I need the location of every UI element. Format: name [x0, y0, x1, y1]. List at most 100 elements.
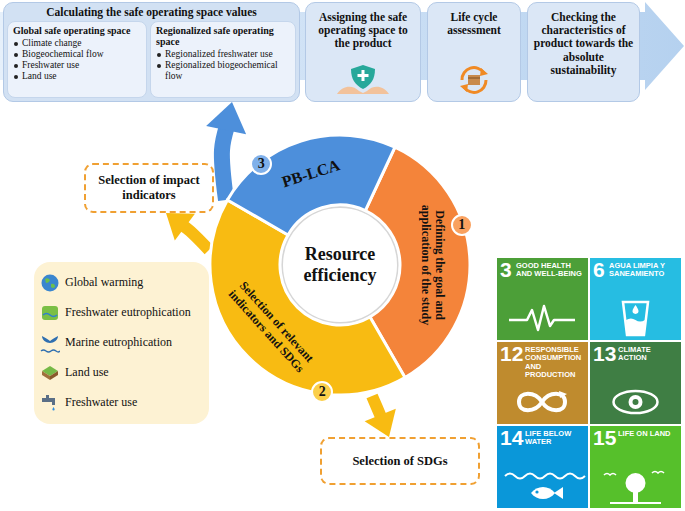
water-icon — [626, 319, 645, 336]
label-text: Checking the characteristics of product … — [533, 11, 634, 77]
label-text: Life cycle assessment — [433, 11, 515, 37]
label-text: Regionalized safe operating space — [156, 25, 290, 47]
bird-icon — [604, 472, 664, 476]
shield-icon — [351, 65, 375, 89]
fish-icon — [531, 487, 555, 499]
goal-number: 15 — [593, 426, 616, 449]
wave-icon — [505, 474, 585, 479]
sdg-tile: 12RESPONSIBLE CONSUMPTION AND PRODUCTION — [497, 342, 588, 424]
indicator-name: Freshwater use — [65, 396, 137, 410]
label-text: Selection of SDGs — [352, 454, 447, 469]
step-icon — [434, 63, 514, 97]
cycle-segment: Selection of relevant indicators and SDG… — [209, 199, 406, 396]
indicator-icon — [40, 363, 60, 383]
segment-shape — [226, 134, 396, 236]
list-row: Land use — [40, 358, 203, 388]
arrow-head — [166, 213, 195, 241]
goal-number: 14 — [500, 426, 523, 449]
goal-number: 3 — [500, 258, 512, 281]
tap-spout-icon — [51, 398, 55, 405]
label-text: Selection of impact indicators — [92, 173, 206, 203]
canopy-icon — [626, 473, 646, 493]
land-mass-icon — [45, 278, 55, 288]
step-box: Life cycle assessment — [427, 2, 521, 102]
fish-tail-icon — [554, 487, 563, 499]
step-icon — [323, 63, 403, 97]
flow-arrow — [365, 396, 396, 437]
goal-icon — [497, 466, 588, 506]
segment-wedge — [227, 135, 395, 235]
list-row: Freshwater eutrophication — [40, 298, 203, 328]
label-text: Land use — [13, 71, 141, 82]
segment-label: Defining the goal and application of the… — [418, 190, 446, 340]
indicator-name: Land use — [65, 366, 109, 380]
label-text: Calculating the safe operating space val… — [8, 6, 295, 19]
wave-icon — [43, 314, 57, 317]
indicator-name: Global warming — [65, 276, 143, 290]
step-box: Checking the characteristics of product … — [527, 2, 640, 102]
dashed-box: Selection of SDGs — [320, 437, 480, 485]
ground-icon — [610, 502, 661, 504]
label-text: Climate change — [13, 38, 141, 49]
pulse-icon — [509, 306, 575, 330]
infinity-icon — [519, 394, 565, 411]
arrow-shaft — [182, 225, 209, 250]
indicator-icon — [40, 333, 60, 353]
goal-title: GOOD HEALTH AND WELL-BEING — [516, 262, 585, 279]
list-row: Marine eutrophication — [40, 328, 203, 358]
indicator-list: Global warmingFreshwater eutrophicationM… — [34, 262, 209, 424]
goal-icon — [497, 382, 588, 422]
wave-icon — [41, 350, 60, 352]
goal-title: LIFE ON LAND — [618, 430, 678, 438]
drop-icon — [632, 305, 638, 314]
cycle-segment: PB-LCA3 — [226, 134, 396, 236]
globe-icon — [629, 395, 643, 409]
tap-handle-icon — [46, 395, 49, 398]
pond-icon — [42, 306, 58, 320]
fish-eye-icon — [535, 490, 538, 493]
whale-tail-icon — [42, 336, 58, 349]
indicator-icon — [40, 393, 60, 413]
arrow-shaft — [222, 126, 227, 200]
land-side-icon — [50, 371, 58, 380]
label-text: Freshwater use — [13, 60, 141, 71]
list-row: Freshwater use — [40, 388, 203, 418]
indicator-icon — [40, 303, 60, 323]
eye-icon — [614, 391, 658, 413]
goal-title: CLIMATE ACTION — [618, 346, 678, 363]
arrow-head — [365, 409, 396, 437]
sdg-tile: 3GOOD HEALTH AND WELL-BEING — [497, 258, 588, 340]
label-text: Assigning the safe operating space to th… — [311, 11, 415, 51]
drop-icon — [52, 407, 54, 411]
sdg-tile: 6AGUA LIMPIA Y SANEAMIENTO — [590, 258, 681, 340]
pupil-icon — [633, 399, 639, 405]
box-lid-icon — [468, 77, 480, 78]
sub-panel: Global safe operating spaceClimate chang… — [7, 21, 147, 98]
goal-icon — [590, 298, 681, 338]
goal-icon — [590, 382, 681, 422]
arrow-head — [206, 102, 246, 134]
stage-panel: Global safe operating spaceClimate chang… — [3, 2, 300, 102]
goal-number: 13 — [593, 342, 616, 365]
step-box: Assigning the safe operating space to th… — [305, 2, 421, 102]
label-text: Global safe operating space — [13, 25, 141, 36]
sdg-tile: 15LIFE ON LAND — [590, 426, 681, 508]
plus-icon — [358, 70, 369, 81]
indicator-name: Marine eutrophication — [65, 336, 172, 350]
infinity-arrow-icon — [559, 391, 567, 398]
flow-arrow — [166, 213, 209, 250]
arrow-tip-icon — [460, 68, 488, 92]
label-text: Resource efficiency — [292, 244, 388, 285]
goal-icon — [497, 298, 588, 338]
arrow-shaft — [372, 396, 382, 418]
goal-title: AGUA LIMPIA Y SANEAMIENTO — [609, 262, 678, 279]
sub-panel: Regionalized safe operating spaceRegiona… — [150, 21, 296, 98]
indicator-name: Freshwater eutrophication — [65, 306, 191, 320]
segment-wedge — [210, 200, 405, 395]
callout-number: 2 — [311, 381, 333, 403]
center-circle: Resource efficiency — [281, 206, 399, 324]
callout-number: 3 — [250, 153, 272, 175]
sdg-tile: 13CLIMATE ACTION — [590, 342, 681, 424]
label-text: Regionalized freshwater use — [156, 49, 290, 60]
